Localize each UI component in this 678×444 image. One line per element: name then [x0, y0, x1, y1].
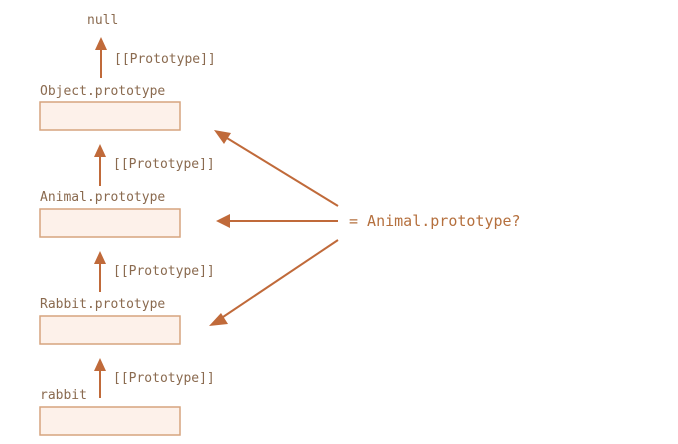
node-box-animal-prototype [39, 208, 181, 238]
node-box-rabbit [39, 406, 181, 436]
prototype-link-label-4: [[Prototype]] [113, 371, 215, 386]
node-box-object-prototype [39, 101, 181, 131]
arrowhead-up-1 [95, 37, 107, 50]
node-label-rabbit-prototype: Rabbit.prototype [40, 297, 165, 312]
arrowhead-up-2 [94, 144, 106, 157]
prototype-link-label-1: [[Prototype]] [114, 52, 216, 67]
prototype-link-label-2: [[Prototype]] [113, 157, 215, 172]
arrowhead-comparison-1 [214, 130, 231, 144]
node-label-rabbit: rabbit [40, 388, 87, 403]
arrowhead-up-3 [94, 251, 106, 264]
instanceof-question: = Animal.prototype? [349, 212, 521, 230]
null-label: null [87, 13, 118, 28]
arrowhead-comparison-2 [216, 214, 230, 228]
node-label-animal-prototype: Animal.prototype [40, 190, 165, 205]
arrowhead-comparison-3 [209, 313, 228, 326]
prototype-link-label-3: [[Prototype]] [113, 264, 215, 279]
node-label-object-prototype: Object.prototype [40, 84, 165, 99]
node-box-rabbit-prototype [39, 315, 181, 345]
comparison-arrow-to-rabbit-prototype [219, 239, 339, 320]
arrowhead-up-4 [94, 358, 106, 371]
comparison-arrow-to-object-prototype [221, 134, 339, 207]
